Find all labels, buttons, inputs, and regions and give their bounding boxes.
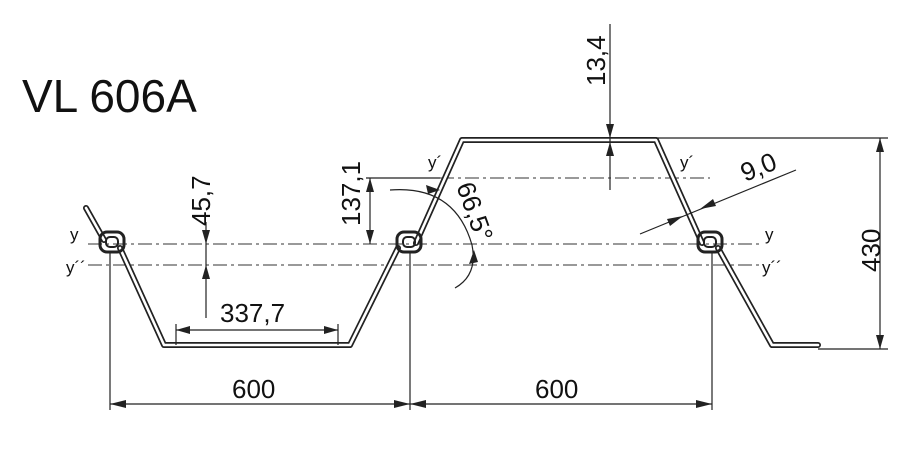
interlock-middle (395, 230, 423, 254)
axis-label-y-prime-left: y´ (428, 153, 442, 172)
svg-text:600: 600 (535, 374, 578, 404)
svg-text:9,0: 9,0 (736, 146, 781, 187)
svg-text:45,7: 45,7 (186, 175, 216, 226)
dimension-pitch-right: 600 (410, 252, 713, 410)
dimension-depth: 430 (656, 137, 888, 350)
dimension-bottom-width: 337,7 (175, 298, 339, 345)
sheet-pile-profile (83, 137, 821, 348)
axis-label-y-double-prime-right: y´´ (762, 258, 782, 277)
axis-label-y-left: y (70, 225, 79, 244)
svg-text:66,5°: 66,5° (450, 178, 499, 246)
dimension-flange-thickness: 13,4 (581, 24, 614, 190)
dimension-pitch-left: 600 (109, 252, 411, 410)
axis-label-y-right: y (765, 225, 774, 244)
svg-text:430: 430 (856, 229, 886, 272)
svg-text:13,4: 13,4 (581, 35, 611, 86)
svg-text:600: 600 (232, 374, 275, 404)
svg-text:137,1: 137,1 (336, 161, 366, 226)
dimension-neutral-axis-height: 137,1 (336, 161, 440, 244)
interlock-right (696, 230, 724, 254)
axis-label-y-double-prime-left: y´´ (66, 258, 86, 277)
dimension-web-thickness: 9,0 (639, 146, 797, 235)
dimension-axis-offset: 45,7 (186, 175, 216, 318)
axis-label-y-prime-right: y´ (680, 153, 694, 172)
interlock-left (98, 230, 126, 254)
drawing-title: VL 606A (22, 70, 197, 122)
svg-text:337,7: 337,7 (220, 298, 285, 328)
